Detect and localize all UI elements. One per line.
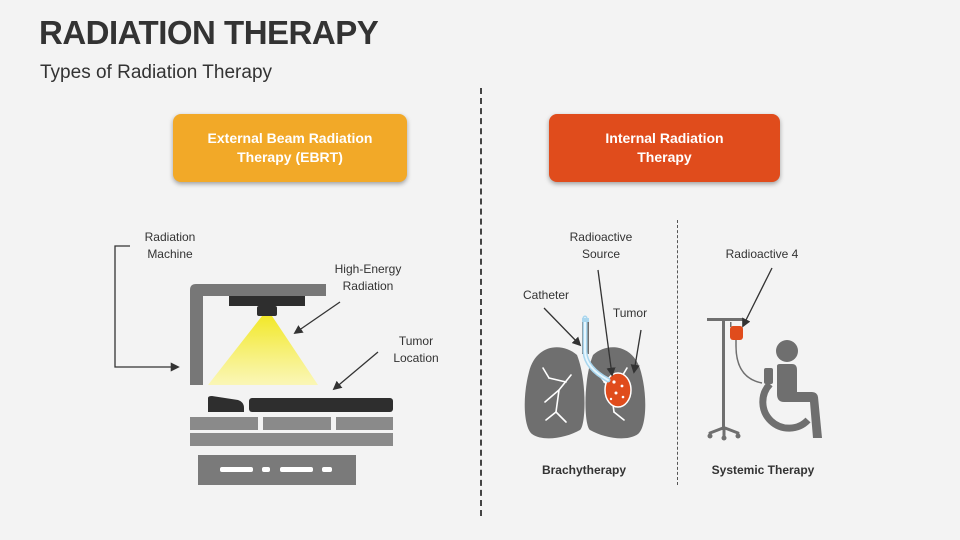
iv-bag-icon [730, 326, 743, 340]
internal-header-label: Internal Radiation Therapy [605, 130, 724, 165]
ebrt-header-box: External Beam Radiation Therapy (EBRT) [173, 114, 407, 182]
page-title: RADIATION THERAPY [39, 14, 379, 51]
tumor-leader-line [630, 329, 642, 374]
catheter-leader-line [543, 307, 582, 347]
systemic-therapy-caption: Systemic Therapy [711, 463, 815, 477]
internal-header-box: Internal Radiation Therapy [549, 114, 780, 182]
ebrt-header-label: External Beam Radiation Therapy (EBRT) [207, 130, 373, 165]
lungs-icon [524, 315, 646, 439]
tumor-label: Tumor [612, 306, 648, 320]
tumor-location-leader-line [332, 351, 379, 391]
radiation-machine-label: Radiation Machine [144, 230, 196, 261]
radioactive-source-label: Radioactive Source [569, 230, 633, 261]
section-divider [480, 88, 482, 516]
catheter-label: Catheter [522, 288, 570, 302]
high-energy-radiation-label: High-Energy Radiation [334, 262, 402, 293]
iv-stand-icon [707, 318, 763, 441]
beam-cone [208, 316, 318, 385]
radiation-leader-line [293, 301, 341, 335]
radioactive-leader-line [742, 267, 773, 328]
subsection-divider [677, 220, 678, 485]
wheelchair-user-icon [759, 340, 822, 438]
source-leader-line [597, 269, 616, 377]
tumor-location-label: Tumor Location [393, 334, 439, 365]
radiation-machine-icon [190, 284, 393, 485]
brachytherapy-caption: Brachytherapy [541, 463, 627, 477]
radioactive-label: Radioactive 4 [725, 247, 799, 261]
machine-leader-line [114, 245, 180, 372]
page-subtitle: Types of Radiation Therapy [40, 62, 273, 83]
